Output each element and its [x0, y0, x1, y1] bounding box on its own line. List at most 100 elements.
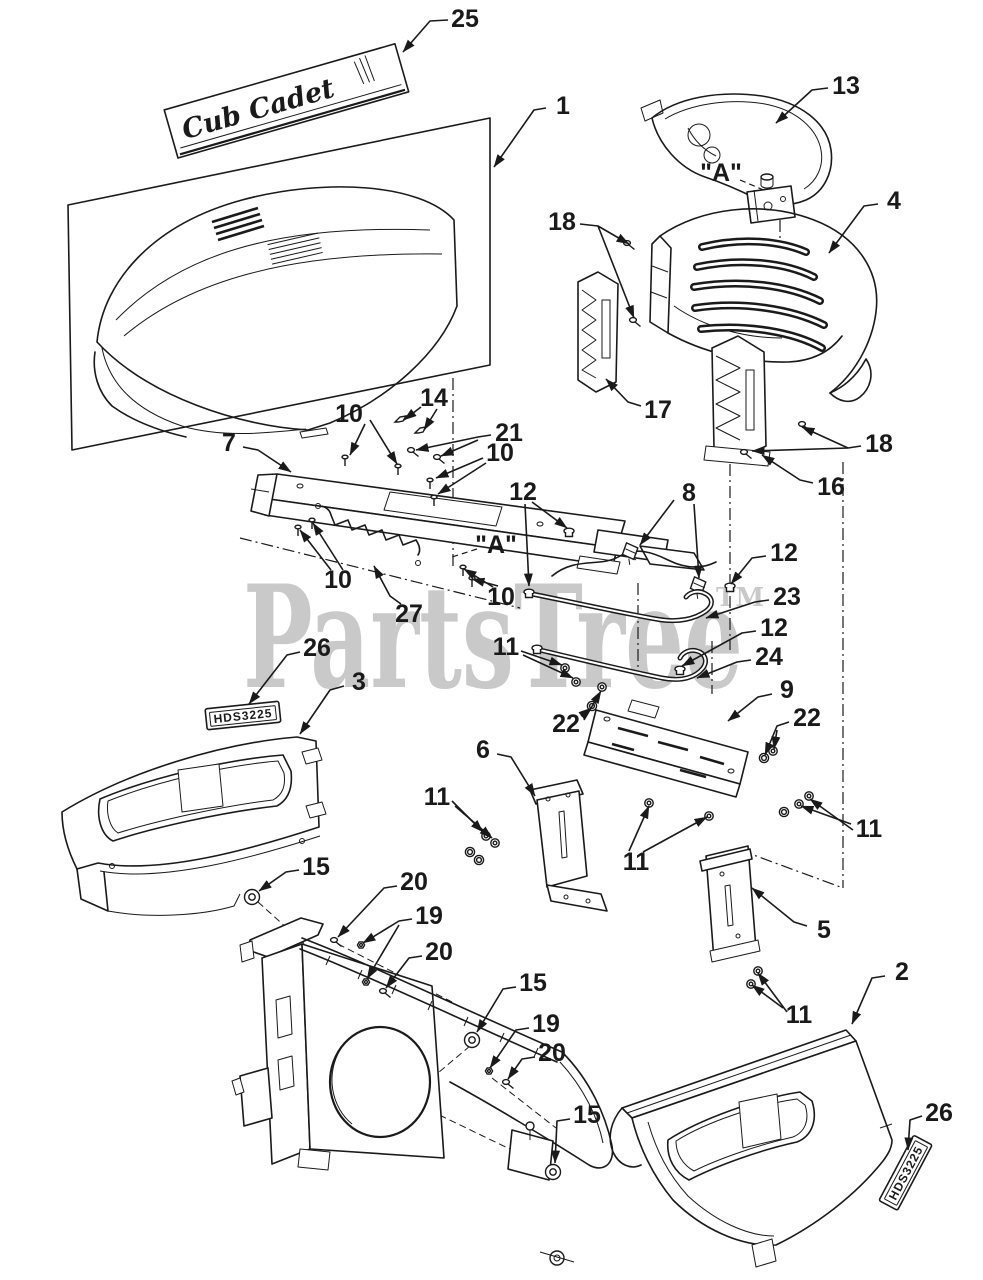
leader-line-10 [312, 522, 344, 571]
leader-line-12 [681, 630, 757, 667]
leader-line-A [451, 548, 478, 558]
hood-vent-slots [267, 232, 323, 265]
leader-line-8 [693, 503, 703, 579]
part-27-spring [315, 503, 421, 566]
watermark-text: PartsTree [243, 555, 743, 721]
leader-line-18 [801, 426, 862, 449]
leader-line-10 [471, 577, 499, 587]
leader-line-13 [775, 87, 829, 124]
leader-line-11 [522, 654, 574, 679]
leader-line-12 [730, 555, 767, 585]
leader-line-15 [258, 869, 300, 892]
leader-line-10 [299, 529, 332, 571]
callout-19: 19 [532, 1010, 560, 1038]
leader-line-4 [828, 203, 879, 254]
callout-11: 11 [623, 848, 650, 876]
leader-line-10 [349, 423, 366, 456]
leader-line-2 [851, 975, 886, 1025]
leader-line-11 [520, 650, 563, 666]
callout-23: 23 [773, 583, 801, 611]
callout-1: 1 [556, 92, 570, 120]
leader-line-8 [639, 499, 675, 546]
callout-10: 10 [335, 400, 363, 428]
part-7-upper-support [250, 473, 705, 575]
callout-15: 15 [519, 969, 547, 997]
leader-line-15 [551, 1118, 571, 1164]
dash-duct-assembly [231, 917, 614, 1266]
part-9-mounting-plate [583, 699, 749, 798]
leader-line-21 [415, 434, 492, 452]
leader-line-11 [757, 972, 788, 1013]
leader-line-20 [507, 1056, 536, 1080]
callout-2: 2 [895, 958, 909, 986]
leader-line-20 [337, 885, 398, 938]
leader-line-9 [727, 693, 773, 722]
leader-line-11 [642, 816, 708, 853]
part-5-right-bracket [699, 845, 761, 963]
watermark-tm: TM [716, 583, 764, 613]
callout-12: 12 [760, 614, 788, 642]
callout-8: 8 [682, 479, 696, 507]
callout-5: 5 [817, 916, 831, 944]
callout-24: 24 [755, 643, 783, 671]
callout-3: 3 [352, 668, 366, 696]
leader-line-15 [476, 986, 517, 1033]
part-2-right-side-panel [609, 1029, 893, 1268]
leader-line-10 [437, 462, 487, 495]
part-3-left-side-panel [61, 736, 327, 916]
leader-line-21 [440, 439, 479, 457]
leader-line-12 [531, 501, 568, 529]
leader-line-10 [435, 457, 484, 479]
leader-line-23 [705, 599, 770, 619]
leader-line-27 [373, 565, 402, 605]
callout-22: 22 [552, 710, 580, 738]
hood-vent-dark-patch [211, 206, 265, 242]
callout-9: 9 [780, 676, 794, 704]
leader-line-18 [751, 446, 849, 456]
callout-20: 20 [400, 868, 428, 896]
callout-11: 11 [493, 633, 520, 661]
callout-10: 10 [487, 583, 515, 611]
part-26-model-decal-right: HDS3225 [878, 1135, 933, 1211]
leader-line-1 [493, 107, 547, 168]
leader-line-26 [904, 1115, 923, 1151]
callout-4: 4 [887, 187, 901, 215]
callout-7: 7 [222, 429, 236, 457]
part-6-left-bracket [529, 779, 608, 912]
callout-17: 17 [644, 396, 672, 424]
leader-line-11 [454, 805, 493, 839]
callout-A: "A" [700, 159, 742, 187]
callout-20: 20 [425, 938, 453, 966]
leader-line-24 [696, 659, 752, 679]
part-8-harness-clips [551, 541, 717, 599]
part-4-grille-shell [649, 208, 878, 403]
leader-line-7 [242, 446, 292, 473]
callout-20: 20 [538, 1039, 566, 1067]
callout-18: 18 [548, 208, 576, 236]
part-16-support-baffle [703, 335, 771, 467]
leader-line-11 [809, 798, 854, 831]
callout-15: 15 [302, 853, 330, 881]
callout-11: 11 [856, 815, 883, 843]
part-23-upper-rod [523, 588, 714, 624]
callout-13: 13 [832, 72, 860, 100]
part-26-model-decal-left: HDS3225 [204, 700, 282, 731]
callout-18: 18 [865, 430, 893, 458]
leader-line-6 [496, 753, 536, 797]
leader-line-A [739, 179, 767, 192]
leader-line-25 [402, 19, 449, 53]
leader-line-3 [299, 685, 345, 735]
part-25-brand-decal: Cub Cadet [163, 42, 410, 159]
leader-line-11 [751, 984, 784, 1009]
callout-10: 10 [324, 566, 352, 594]
leader-line-19 [489, 1027, 530, 1069]
leader-line-11 [800, 805, 852, 825]
callout-27: 27 [395, 600, 423, 628]
part-1-hood [67, 117, 491, 451]
leader-line-14 [403, 406, 422, 421]
callout-15: 15 [573, 1101, 601, 1129]
leader-line-12 [523, 503, 533, 587]
callout-26: 26 [925, 1099, 953, 1127]
